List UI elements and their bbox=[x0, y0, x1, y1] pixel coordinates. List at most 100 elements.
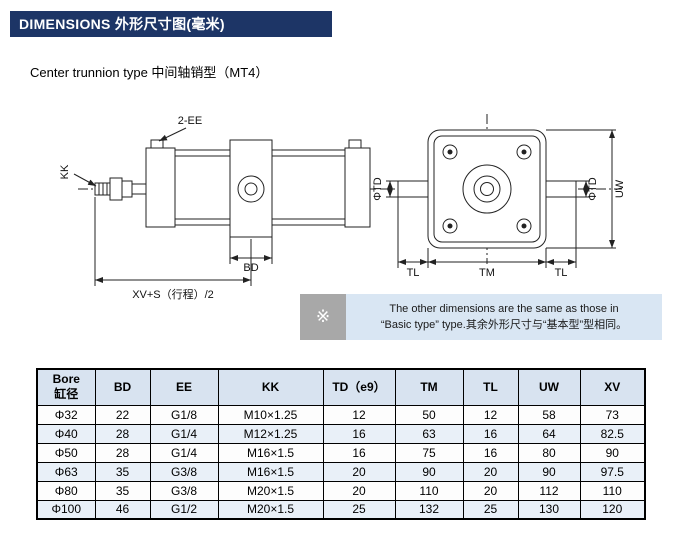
rod-thread-label: KK bbox=[59, 164, 71, 179]
rod-collar bbox=[121, 180, 133, 198]
table-cell: Φ32 bbox=[36, 404, 96, 425]
table-cell: 75 bbox=[394, 442, 464, 463]
rear-cap bbox=[344, 147, 371, 228]
stroke-label: XV+S（行程）/2 bbox=[132, 288, 214, 301]
overall-width-label: UW bbox=[614, 179, 626, 198]
table-cell: 110 bbox=[394, 480, 464, 501]
table-cell: 16 bbox=[462, 423, 519, 444]
note-text: The other dimensions are the same as tho… bbox=[346, 294, 662, 340]
table-cell: 132 bbox=[394, 499, 464, 520]
table-cell: 28 bbox=[94, 442, 151, 463]
pin-length-left-label: TL bbox=[407, 267, 420, 279]
table-cell: Φ100 bbox=[36, 499, 96, 520]
table-cell: G1/4 bbox=[149, 442, 219, 463]
note-line-2: “Basic type” type.其余外形尺寸与“基本型”型相同。 bbox=[380, 319, 628, 331]
table-cell: G1/4 bbox=[149, 423, 219, 444]
table-cell: 20 bbox=[462, 461, 519, 482]
port-label: 2-EE bbox=[178, 115, 202, 127]
rod-nut bbox=[109, 177, 123, 201]
column-header-7: UW bbox=[517, 368, 581, 406]
front-port bbox=[150, 139, 164, 149]
table-cell: 12 bbox=[322, 404, 396, 425]
xv-dimension bbox=[94, 197, 252, 286]
table-cell: 22 bbox=[94, 404, 151, 425]
column-header-6: TL bbox=[462, 368, 519, 406]
column-header-2: EE bbox=[149, 368, 219, 406]
note-box: ※ The other dimensions are the same as t… bbox=[300, 294, 662, 340]
table-cell: 63 bbox=[394, 423, 464, 444]
corner-bolts bbox=[442, 144, 532, 234]
rear-port bbox=[348, 139, 362, 149]
table-cell: Φ40 bbox=[36, 423, 96, 444]
table-cell: 58 bbox=[517, 404, 581, 425]
trunnion-plate bbox=[427, 129, 547, 249]
table-cell: 16 bbox=[462, 442, 519, 463]
table-cell: 16 bbox=[322, 423, 396, 444]
table-cell: 73 bbox=[579, 404, 646, 425]
table-cell: 97.5 bbox=[579, 461, 646, 482]
column-header-4: TD（e9） bbox=[322, 368, 396, 406]
column-header-0: Bore 缸径 bbox=[36, 368, 96, 406]
side-view-drawing: 2-EE KK BD XV+S（行程）/2 bbox=[59, 115, 376, 301]
table-cell: Φ50 bbox=[36, 442, 96, 463]
trunnion-pin-left bbox=[397, 180, 429, 198]
uw-dimension bbox=[546, 129, 616, 249]
table-cell: Φ80 bbox=[36, 480, 96, 501]
column-header-3: KK bbox=[217, 368, 324, 406]
table-cell: 35 bbox=[94, 461, 151, 482]
trunnion-pin-right bbox=[545, 180, 577, 198]
table-cell: 90 bbox=[394, 461, 464, 482]
column-header-8: XV bbox=[579, 368, 646, 406]
table-cell: G1/2 bbox=[149, 499, 219, 520]
table-cell: G3/8 bbox=[149, 480, 219, 501]
table-cell: Φ63 bbox=[36, 461, 96, 482]
bore-circles bbox=[462, 164, 512, 214]
rod-thread bbox=[94, 182, 111, 196]
bottom-dimensions bbox=[397, 197, 577, 268]
table-cell: G3/8 bbox=[149, 461, 219, 482]
table-cell: G1/8 bbox=[149, 404, 219, 425]
piston-rod bbox=[131, 183, 147, 195]
table-cell: 25 bbox=[462, 499, 519, 520]
pin-dia-right-label: ΦTD bbox=[587, 177, 599, 200]
pin-dia-dimension-left bbox=[386, 180, 398, 198]
table-cell: M20×1.5 bbox=[217, 499, 324, 520]
page-title: DIMENSIONS 外形尺寸图(毫米) bbox=[10, 11, 332, 37]
table-cell: 20 bbox=[462, 480, 519, 501]
table-cell: 46 bbox=[94, 499, 151, 520]
column-header-5: TM bbox=[394, 368, 464, 406]
end-view-drawing: ΦTD ΦTD UW TL TM TL bbox=[372, 114, 626, 279]
table-cell: 130 bbox=[517, 499, 581, 520]
trunnion-width-label: BD bbox=[243, 262, 258, 274]
table-cell: M10×1.25 bbox=[217, 404, 324, 425]
pin-dia-dimension-right bbox=[576, 180, 590, 198]
table-cell: M20×1.5 bbox=[217, 480, 324, 501]
pin-dia-left-label: ΦTD bbox=[372, 177, 384, 200]
table-cell: M12×1.25 bbox=[217, 423, 324, 444]
table-cell: 90 bbox=[579, 442, 646, 463]
table-cell: 112 bbox=[517, 480, 581, 501]
front-cap bbox=[145, 147, 176, 228]
table-cell: 90 bbox=[517, 461, 581, 482]
trunnion-block bbox=[229, 139, 273, 238]
table-cell: M16×1.5 bbox=[217, 461, 324, 482]
table-cell: 80 bbox=[517, 442, 581, 463]
table-cell: 25 bbox=[322, 499, 396, 520]
note-marker-icon: ※ bbox=[300, 294, 346, 340]
table-cell: 16 bbox=[322, 442, 396, 463]
note-line-1: The other dimensions are the same as tho… bbox=[389, 303, 619, 315]
table-cell: 28 bbox=[94, 423, 151, 444]
table-cell: 64 bbox=[517, 423, 581, 444]
body-width-label: TM bbox=[479, 267, 495, 279]
table-cell: 20 bbox=[322, 480, 396, 501]
section-subtitle: Center trunnion type 中间轴销型（MT4） bbox=[30, 65, 269, 80]
column-header-1: BD bbox=[94, 368, 151, 406]
